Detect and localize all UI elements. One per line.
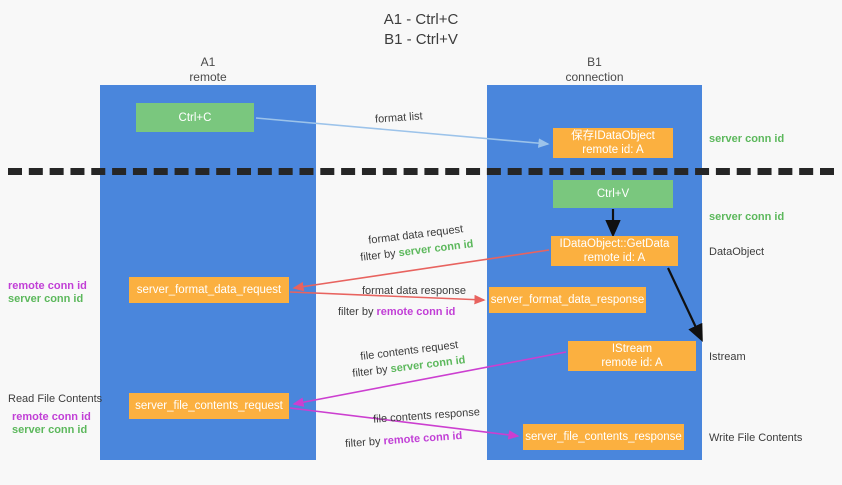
remote-conn-id-text: remote conn id [376,306,456,318]
node-getdata-line1: IDataObject::GetData [559,238,670,250]
node-ctrl-v[interactable]: Ctrl+V [553,180,673,208]
annotation-format-data-response-filter: filter by remote conn id [338,305,455,319]
node-server-file-contents-response-label: server_file_contents_response [525,431,682,443]
right-label-istream: Istream [709,351,746,363]
right-label-write-file-contents: Write File Contents [709,432,803,444]
node-getdata-line2: remote id: A [583,252,646,264]
node-save-idataobject-line1: 保存IDataObject [571,130,655,142]
right-label-dataobject: DataObject [709,246,765,258]
node-istream[interactable]: IStream remote id: A [568,341,696,371]
node-server-file-contents-response[interactable]: server_file_contents_response [523,424,684,450]
swimlane-a1-header: A1 remote [100,55,316,85]
node-server-format-data-response-label: server_format_data_response [490,294,645,306]
node-save-idataobject-line2: remote id: A [582,144,644,156]
page-title: A1 - Ctrl+C B1 - Ctrl+V [0,10,842,50]
node-ctrl-c[interactable]: Ctrl+C [136,103,254,132]
annotation-format-list: format list [374,110,424,126]
annotation-file-contents-response-filter: filter by remote conn id [345,429,463,451]
node-idataobject-getdata[interactable]: IDataObject::GetData remote id: A [551,236,678,266]
left-label-remote-conn-id-bottom: remote conn id [12,411,91,423]
annotation-file-contents-response: file contents response [372,406,481,426]
node-server-format-data-response[interactable]: server_format_data_response [489,287,646,313]
swimlane-a1-name: A1 [200,55,216,69]
left-label-remote-conn-id-top: remote conn id [8,280,87,292]
swimlane-b1-role: connection [565,70,624,84]
node-ctrl-c-label: Ctrl+C [178,111,212,124]
node-istream-line1: IStream [611,343,653,355]
swimlane-b1-name: B1 [587,55,602,69]
filter-by-text: filter by [338,306,377,318]
filter-by-text: filter by [344,435,384,451]
node-server-format-data-request-label: server_format_data_request [136,284,282,296]
right-label-server-conn-id-top: server conn id [709,133,785,145]
left-label-server-conn-id-bottom: server conn id [12,424,88,436]
node-server-format-data-request[interactable]: server_format_data_request [129,277,289,303]
title-line-1: A1 - Ctrl+C [383,11,459,28]
filter-by-text: filter by [351,363,392,380]
filter-by-text: filter by [359,247,400,264]
left-label-server-conn-id-top: server conn id [8,293,84,305]
title-line-2: B1 - Ctrl+V [384,31,458,48]
phase-divider [8,168,834,175]
annotation-format-data-response: format data response [362,285,466,297]
swimlane-a1-role: remote [189,70,227,84]
node-istream-line2: remote id: A [601,357,663,369]
right-label-server-conn-id-mid: server conn id [709,211,785,223]
left-label-read-file-contents: Read File Contents [8,393,103,405]
swimlane-b1-header: B1 connection [487,55,702,85]
node-save-idataobject[interactable]: 保存IDataObject remote id: A [553,128,673,158]
remote-conn-id-text: remote conn id [383,429,463,448]
node-ctrl-v-label: Ctrl+V [596,188,630,200]
node-server-file-contents-request[interactable]: server_file_contents_request [129,393,289,419]
node-server-file-contents-request-label: server_file_contents_request [135,400,283,412]
